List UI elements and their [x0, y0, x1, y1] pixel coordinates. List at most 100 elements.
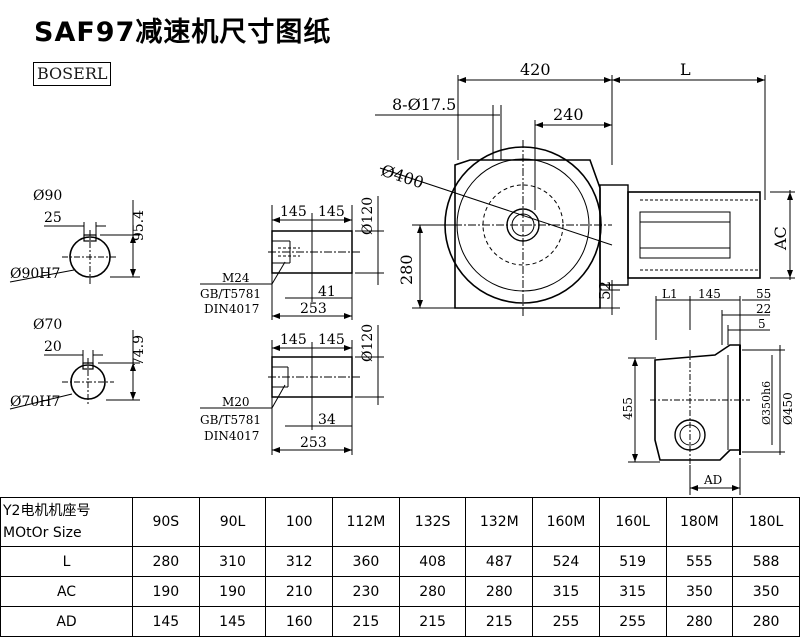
table-cell: 215	[398, 606, 467, 637]
bore-view-lower	[9, 330, 140, 410]
shaft-upper-std2: DIN4017	[204, 302, 259, 316]
size-header: 180L	[732, 497, 800, 547]
side-455: 455	[621, 397, 635, 420]
table-cell: 487	[465, 546, 534, 577]
side-view	[628, 296, 785, 495]
dim-52: 52	[596, 281, 614, 300]
size-header: 132S	[398, 497, 467, 547]
shaft-view-upper	[200, 196, 384, 320]
side-pilot: Ø350h6	[760, 381, 773, 425]
table-cell: 408	[398, 546, 467, 577]
side-5: 5	[758, 317, 766, 331]
table-cell: 255	[598, 606, 667, 637]
row-label: AC	[0, 576, 133, 607]
size-header: 90S	[132, 497, 200, 547]
size-header: 112M	[332, 497, 400, 547]
table-cell: 524	[532, 546, 600, 577]
upper-tolerance: Ø90H7	[10, 266, 60, 282]
bore-view-upper	[9, 200, 140, 284]
shaft-lower-std1: GB/T5781	[200, 413, 261, 427]
table-header-row: Y2电机机座号 MOtOr Size 90S 90L 100 112M 132S…	[0, 497, 800, 547]
shaft-upper-len-c: 41	[318, 284, 336, 300]
side-AD: AD	[703, 473, 722, 487]
lower-tolerance: Ø70H7	[10, 394, 60, 410]
table-cell: 315	[532, 576, 600, 607]
side-L1: L1	[662, 287, 678, 301]
shaft-view-lower	[200, 325, 384, 455]
table-cell: 280	[665, 606, 734, 637]
shaft-lower-dia: Ø120	[360, 324, 376, 362]
size-header: 160L	[598, 497, 667, 547]
brand-logo: BOSERL	[33, 62, 112, 86]
table-cell: 350	[665, 576, 734, 607]
dim-240: 240	[553, 105, 584, 124]
size-header: 132M	[465, 497, 534, 547]
table-cell: 315	[598, 576, 667, 607]
side-145: 145	[698, 287, 721, 301]
side-22: 22	[756, 302, 771, 316]
upper-key-height: 95.4	[131, 210, 147, 241]
shaft-lower-len-c: 34	[318, 412, 336, 428]
table-cell: 160	[265, 606, 334, 637]
lower-key-height: 74.9	[131, 335, 147, 366]
size-header: 160M	[532, 497, 600, 547]
hole-pattern: 8-Ø17.5	[392, 95, 456, 114]
table-cell: 280	[398, 576, 467, 607]
shaft-upper-len-a: 145	[280, 204, 307, 220]
table-cell: 350	[732, 576, 800, 607]
flange-dia: Ø400	[379, 161, 426, 193]
motor-size-table: Y2电机机座号 MOtOr Size 90S 90L 100 112M 132S…	[0, 497, 800, 637]
header-label-cell: Y2电机机座号 MOtOr Size	[0, 497, 133, 547]
table-cell: 210	[265, 576, 334, 607]
table-cell: 215	[332, 606, 400, 637]
size-header: 180M	[665, 497, 734, 547]
table-cell: 519	[598, 546, 667, 577]
side-450: Ø450	[781, 392, 795, 425]
lower-keyway: 20	[44, 339, 62, 355]
upper-keyway: 25	[44, 210, 62, 226]
size-header: 100	[265, 497, 334, 547]
table-row: AC 190 190 210 230 280 280 315 315 350 3…	[0, 576, 800, 607]
table-cell: 310	[198, 546, 267, 577]
table-cell: 255	[532, 606, 600, 637]
shaft-lower-total: 253	[300, 435, 327, 451]
table-cell: 280	[732, 606, 800, 637]
side-55: 55	[756, 287, 771, 301]
table-row: L 280 310 312 360 408 487 524 519 555 58…	[0, 546, 800, 577]
dim-L: L	[680, 60, 691, 79]
dim-AC: AC	[771, 226, 790, 251]
table-cell: 555	[665, 546, 734, 577]
shaft-lower-len-b: 145	[318, 332, 345, 348]
shaft-upper-total: 253	[300, 301, 327, 317]
table-cell: 215	[465, 606, 534, 637]
dim-420: 420	[520, 60, 551, 79]
shaft-upper-thread: M24	[222, 271, 250, 285]
row-label: L	[0, 546, 133, 577]
table-cell: 360	[332, 546, 400, 577]
header-label-1: Y2电机机座号	[3, 503, 91, 519]
shaft-lower-thread: M20	[222, 395, 250, 409]
upper-bore-dia: Ø90	[33, 188, 62, 204]
size-header: 90L	[198, 497, 267, 547]
shaft-upper-std1: GB/T5781	[200, 287, 261, 301]
shaft-upper-dia: Ø120	[360, 197, 376, 235]
shaft-upper-len-b: 145	[318, 204, 345, 220]
dimension-arrows	[130, 77, 793, 491]
lower-bore-dia: Ø70	[33, 317, 62, 333]
table-cell: 230	[332, 576, 400, 607]
page-title: SAF97减速机尺寸图纸	[34, 17, 332, 48]
table-cell: 588	[732, 546, 800, 577]
table-cell: 280	[465, 576, 534, 607]
table-cell: 312	[265, 546, 334, 577]
main-view	[375, 75, 795, 318]
table-cell: 145	[198, 606, 267, 637]
table-row: AD 145 145 160 215 215 215 255 255 280 2…	[0, 606, 800, 637]
row-label: AD	[0, 606, 133, 637]
dim-280: 280	[397, 254, 416, 285]
table-cell: 190	[132, 576, 200, 607]
shaft-lower-std2: DIN4017	[204, 429, 259, 443]
table-cell: 280	[132, 546, 200, 577]
dimension-drawing: Ø90 25 95.4 Ø90H7 Ø70 20 74.9 Ø70H7 145 …	[9, 60, 795, 495]
shaft-lower-len-a: 145	[280, 332, 307, 348]
header-label-2: MOtOr Size	[3, 525, 82, 541]
